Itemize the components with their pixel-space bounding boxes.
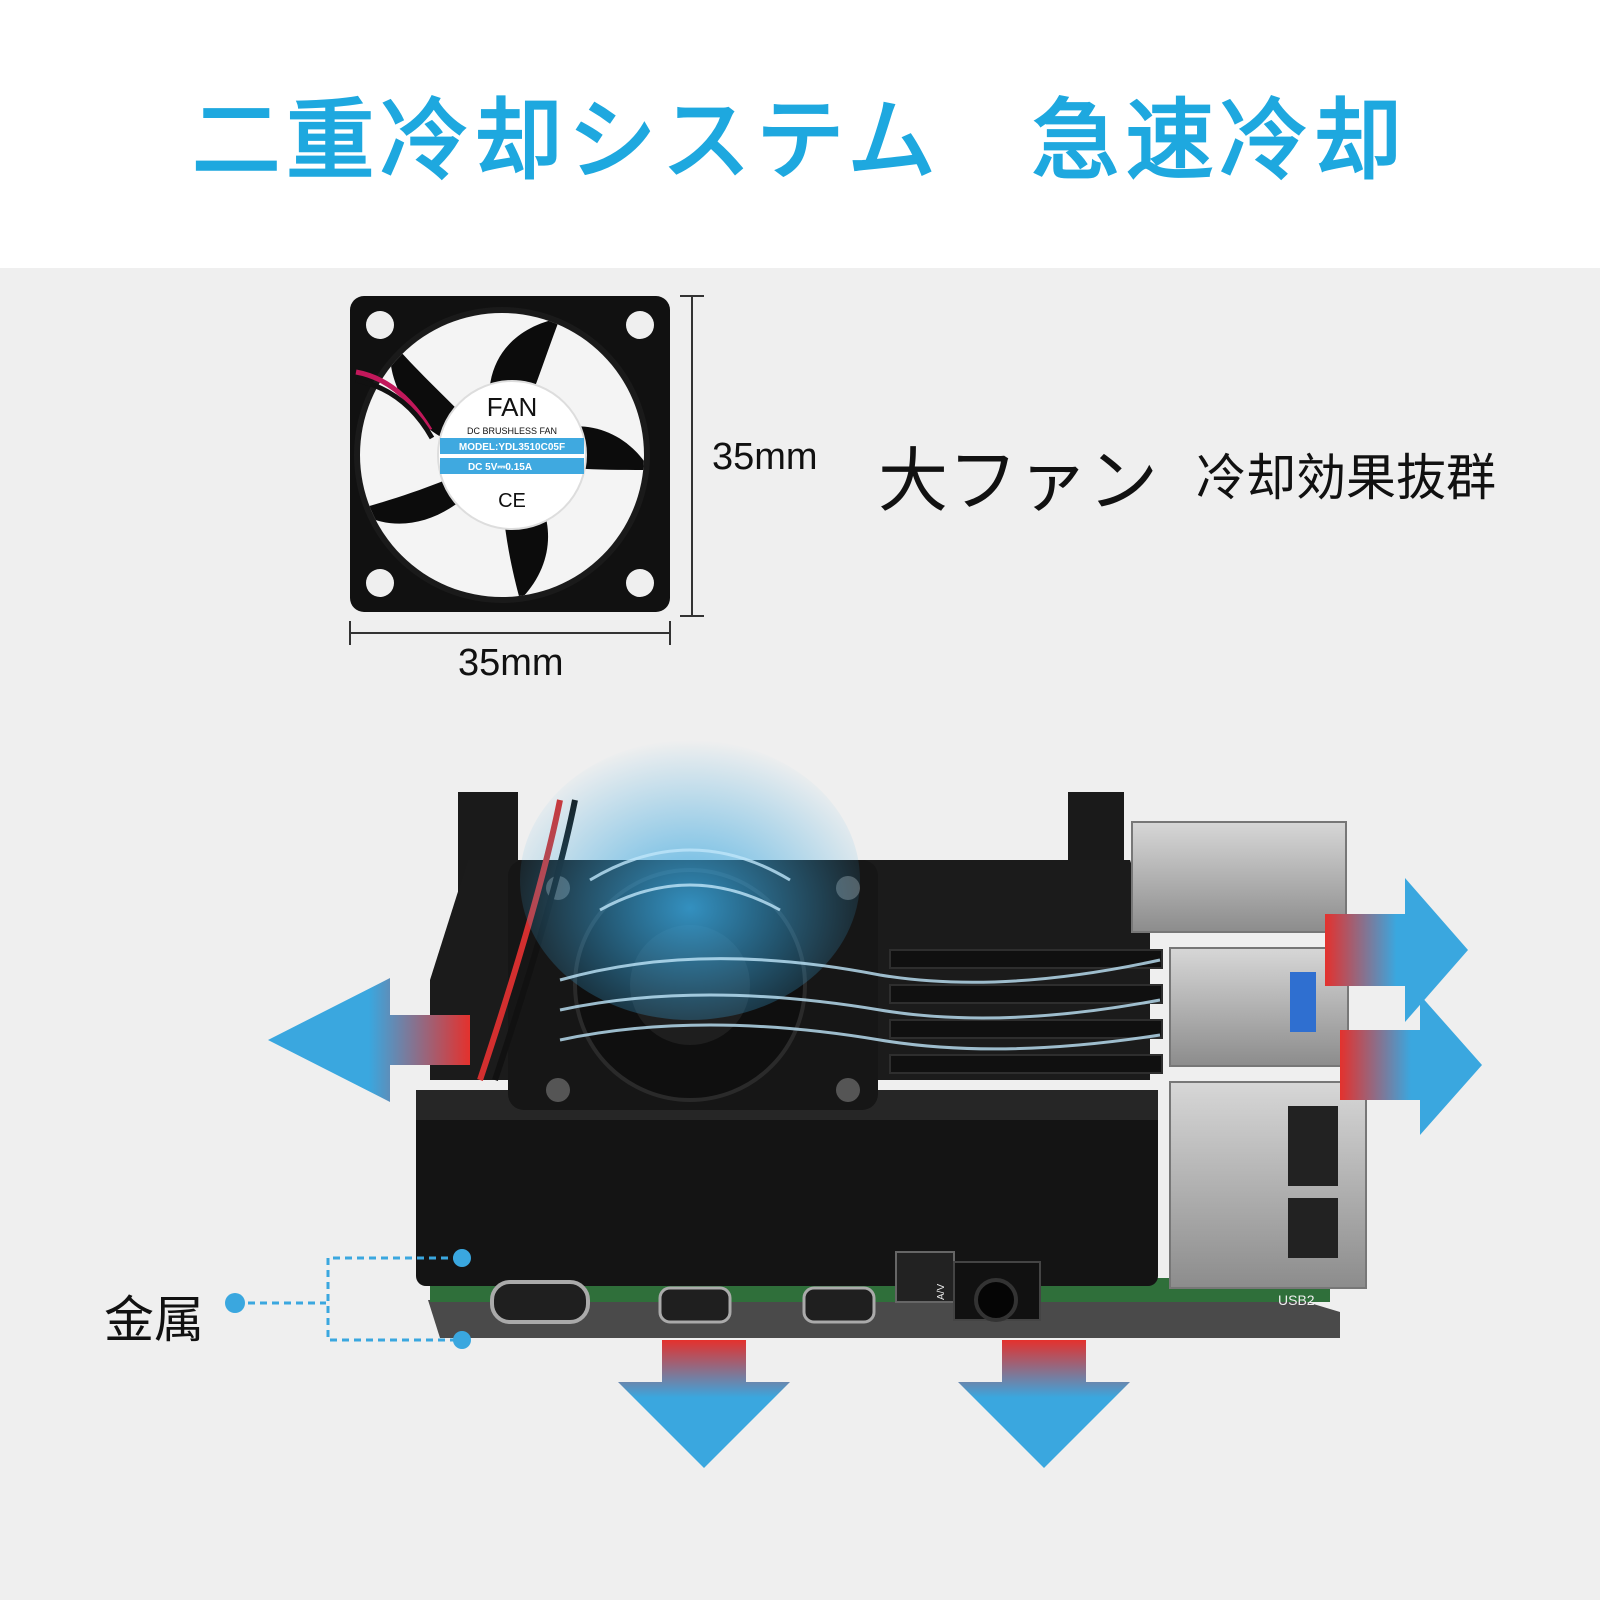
airflow-arrow-left bbox=[268, 978, 470, 1102]
fan-model-text: MODEL:YDL3510C05F bbox=[459, 442, 565, 453]
header-banner: 二重冷却システム急速冷却 bbox=[0, 0, 1600, 268]
fan-rating-text: DC 5V⎓0.15A bbox=[468, 462, 532, 473]
feature-tagline: 冷却効果抜群 bbox=[1196, 449, 1496, 507]
feature-title: 大ファン bbox=[878, 440, 1158, 522]
airflow-arrow-right-upper bbox=[1325, 878, 1468, 1022]
ce-mark: CE bbox=[498, 490, 526, 512]
airflow-arrow-down-left bbox=[618, 1340, 790, 1468]
fan-brand-text: FAN bbox=[487, 392, 538, 422]
fan-width-dimension: 35mm bbox=[458, 642, 564, 684]
airflow-arrow-down-right bbox=[958, 1340, 1130, 1468]
airflow-arrow-right-lower bbox=[1340, 995, 1482, 1135]
headline: 二重冷却システム急速冷却 bbox=[0, 70, 1600, 197]
fan-height-dimension: 35mm bbox=[712, 436, 818, 478]
headline-primary: 二重冷却システム bbox=[192, 89, 942, 192]
material-callout: 金属 bbox=[104, 1291, 204, 1349]
headline-secondary: 急速冷却 bbox=[1031, 89, 1408, 192]
fan-type-text: DC BRUSHLESS FAN bbox=[467, 426, 557, 436]
jack-label: A/V bbox=[936, 1284, 947, 1300]
usb-label: USB2 bbox=[1278, 1292, 1315, 1308]
